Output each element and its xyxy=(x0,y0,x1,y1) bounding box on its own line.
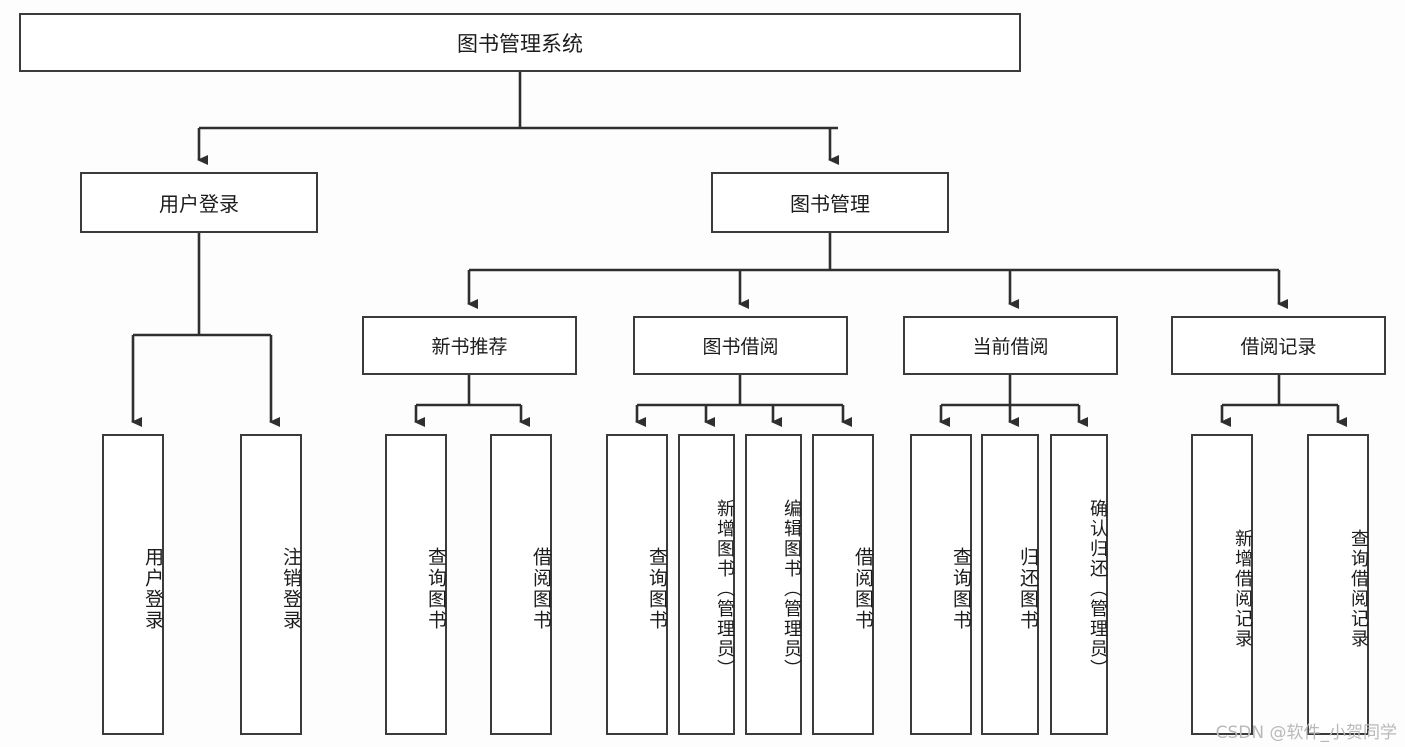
leaf-current-return-book[interactable]: 归还图书 xyxy=(981,434,1039,735)
leaf-borrow-edit-book-admin[interactable]: 编辑图书（管理员） xyxy=(745,434,802,735)
leaf-newbook-borrow-book[interactable]: 借阅图书 xyxy=(490,434,552,735)
node-book-management[interactable]: 图书管理 xyxy=(711,172,949,233)
leaf-borrow-add-book-admin[interactable]: 新增图书（管理员） xyxy=(678,434,735,735)
leaf-current-query-book[interactable]: 查询图书 xyxy=(910,434,972,735)
leaf-record-query-record[interactable]: 查询借阅记录 xyxy=(1307,434,1369,735)
leaf-borrow-borrow-book[interactable]: 借阅图书 xyxy=(812,434,874,735)
node-borrow-record[interactable]: 借阅记录 xyxy=(1171,316,1386,375)
node-root-system[interactable]: 图书管理系统 xyxy=(19,13,1021,72)
csdn-watermark: CSDN @软件_小贺同学 xyxy=(1215,723,1397,743)
leaf-user-login[interactable]: 用户登录 xyxy=(102,434,164,735)
leaf-borrow-query-book[interactable]: 查询图书 xyxy=(606,434,668,735)
leaf-newbook-query-book[interactable]: 查询图书 xyxy=(385,434,447,735)
node-user-login[interactable]: 用户登录 xyxy=(80,172,318,233)
leaf-logout-login[interactable]: 注销登录 xyxy=(240,434,302,735)
leaf-record-add-record[interactable]: 新增借阅记录 xyxy=(1191,434,1253,735)
node-book-borrow[interactable]: 图书借阅 xyxy=(633,316,848,375)
node-current-borrow[interactable]: 当前借阅 xyxy=(903,316,1118,375)
node-new-book-recommend[interactable]: 新书推荐 xyxy=(362,316,577,375)
leaf-current-confirm-return-admin[interactable]: 确认归还（管理员） xyxy=(1050,434,1108,735)
